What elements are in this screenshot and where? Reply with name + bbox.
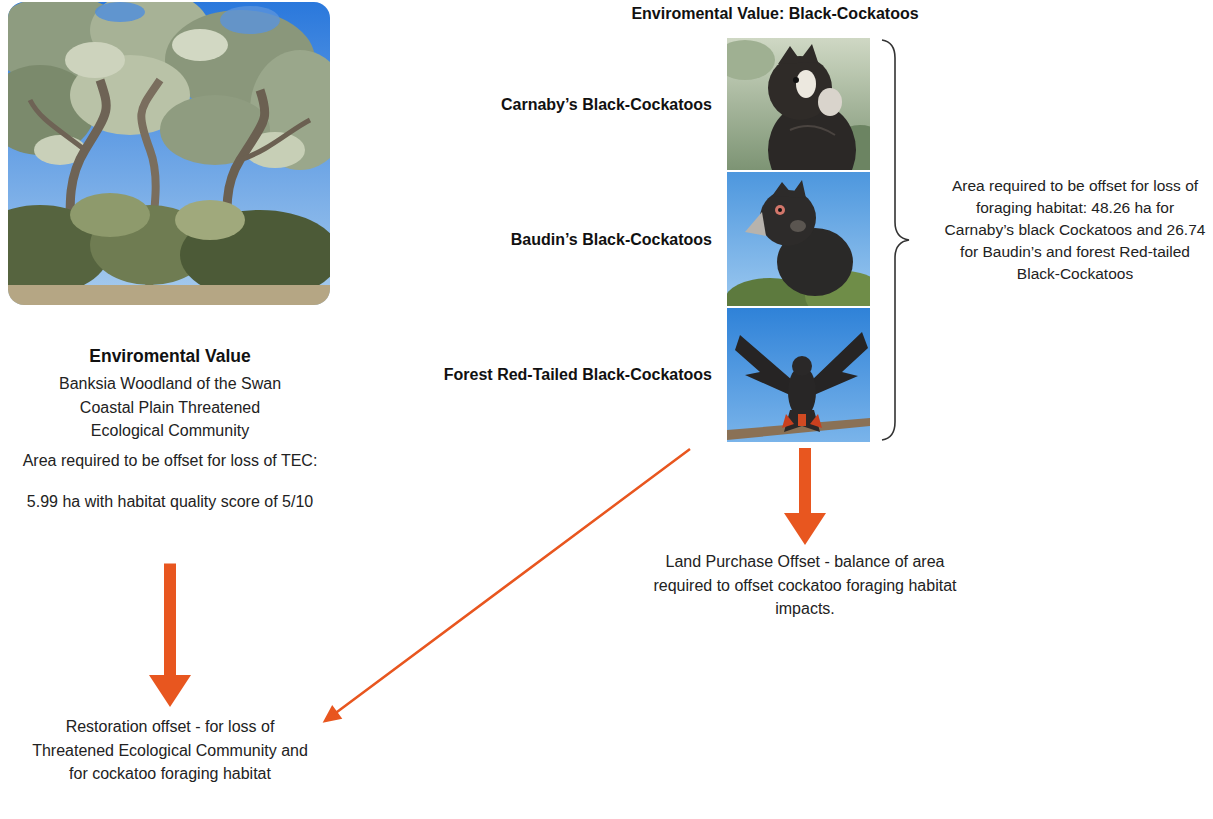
cockatoo-photo	[727, 172, 870, 306]
brace	[882, 40, 909, 440]
species-label: Baudin’s Black-Cockatoos	[511, 230, 712, 250]
species-label: Carnaby’s Black-Cockatoos	[501, 95, 712, 115]
community-name: Banksia Woodland of the Swan Coastal Pla…	[43, 372, 298, 443]
group-heading: Enviromental Value: Black-Cockatoos	[575, 2, 975, 26]
species-label: Forest Red-Tailed Black-Cockatoos	[444, 365, 712, 385]
value-text-block: Enviromental ValueBanksia Woodland of th…	[10, 344, 330, 514]
cockatoo-group: Enviromental Value: Black-CockatoosArea …	[380, 0, 1210, 446]
offset-area: 5.99 ha with habitat quality score of 5/…	[10, 490, 330, 514]
species-name: Forest Red-Tailed Black-Cockatoos	[444, 365, 712, 385]
value-heading: Enviromental Value	[10, 344, 330, 368]
cockatoo-photo	[727, 38, 870, 170]
species-name: Carnaby’s Black-Cockatoos	[501, 95, 712, 115]
arrow-connector	[149, 564, 191, 708]
cockatoo-photo	[727, 308, 870, 442]
arrow-connector	[325, 449, 690, 721]
arrow-connector	[784, 448, 826, 545]
offset-outcome: Land Purchase Offset - balance of area r…	[635, 550, 975, 621]
outcome-text: Restoration offset - for loss of Threate…	[25, 715, 315, 786]
offset-outcome: Restoration offset - for loss of Threate…	[25, 715, 315, 786]
offset-requirement: Area required to be offset for loss of T…	[10, 449, 330, 473]
species-name: Baudin’s Black-Cockatoos	[511, 230, 712, 250]
woodland-photo	[8, 2, 330, 305]
foraging-offset-area: Area required to be offset for loss of f…	[944, 175, 1206, 285]
outcome-text: Land Purchase Offset - balance of area r…	[635, 550, 975, 621]
